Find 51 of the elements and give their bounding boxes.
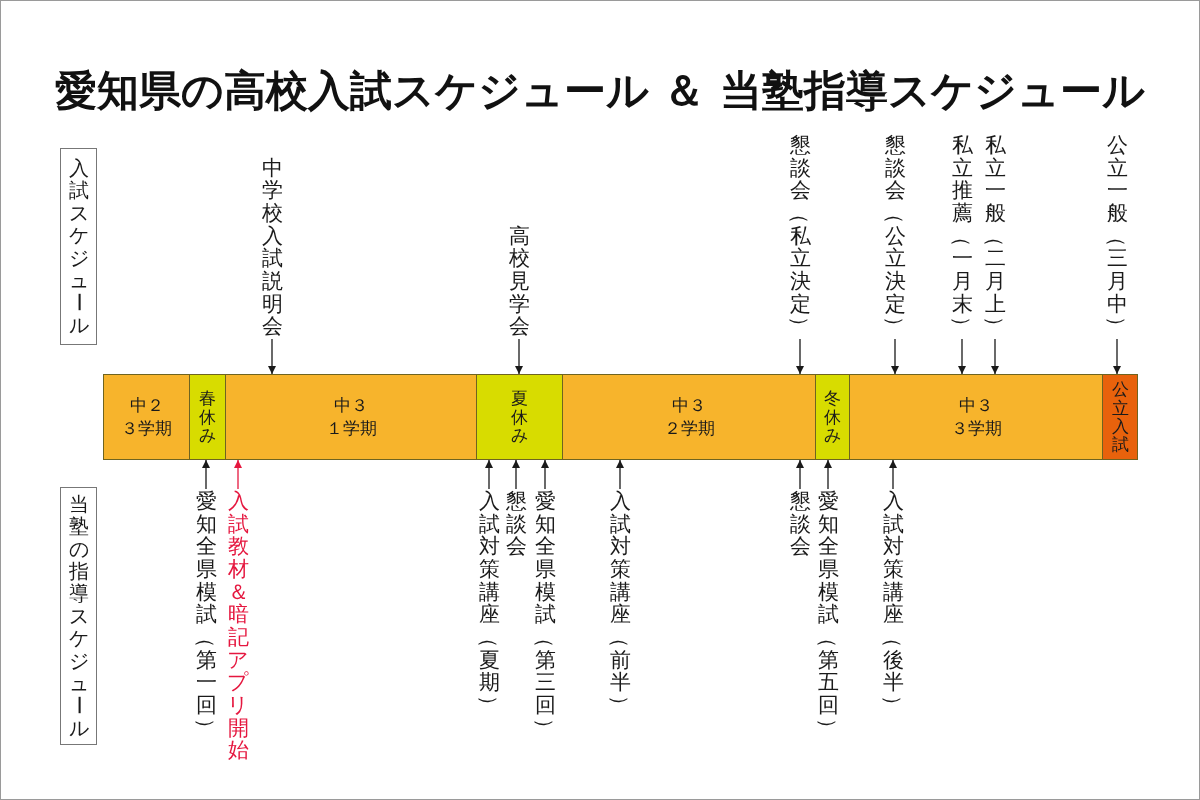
event-label: 高校見学会 (508, 224, 530, 338)
arrow (616, 459, 624, 490)
event-label: 私立一般（二月上） (984, 133, 1006, 338)
row-heading: 入試スケジュール (60, 148, 97, 345)
event-label: 入試教材＆暗記アプリ開始 (227, 490, 249, 763)
event-label: 中学校入試説明会 (261, 156, 283, 338)
arrow (202, 459, 210, 490)
grade-label: 中３ (672, 394, 706, 417)
event-label: 公立一般（三月中） (1106, 133, 1128, 338)
arrow (512, 459, 520, 490)
arrow (991, 338, 999, 375)
arrow (268, 338, 276, 375)
term-segment (225, 374, 477, 460)
term-label: ３学期 (950, 417, 1002, 440)
arrow (515, 338, 523, 375)
term-label: ２学期 (663, 417, 715, 440)
arrow (234, 459, 242, 490)
event-label: 私立推薦（一月末） (951, 133, 973, 338)
term-segment (849, 374, 1103, 460)
arrow (796, 338, 804, 375)
arrow (891, 338, 899, 375)
event-label: 入試対策講座（夏期） (478, 490, 500, 717)
arrow (485, 459, 493, 490)
event-label: 懇談会（私立決定） (789, 133, 811, 338)
grade-label: 中２ (129, 394, 164, 417)
event-label: 愛知全県模試（第一回） (195, 490, 217, 740)
arrow (958, 338, 966, 375)
term-label: ３学期 (121, 417, 172, 440)
exam-segment: 公立入試 (1102, 374, 1138, 460)
arrow (824, 459, 832, 490)
grade-label: 中３ (959, 394, 993, 417)
holiday-segment: 冬休み (815, 374, 850, 460)
event-label: 愛知全県模試（第五回） (817, 490, 839, 740)
event-label: 懇談会（公立決定） (884, 133, 906, 338)
grade-label: 中３ (334, 394, 368, 417)
event-label: 入試対策講座（前半） (609, 490, 631, 717)
term-segment (103, 374, 190, 460)
event-label: 懇談会 (505, 490, 527, 558)
diagram-title: 愛知県の高校入試スケジュール ＆ 当塾指導スケジュール (54, 66, 1146, 117)
arrow (796, 459, 804, 490)
event-label: 入試対策講座（後半） (882, 490, 904, 717)
arrow (1113, 338, 1121, 375)
event-label: 愛知全県模試（第三回） (534, 490, 556, 740)
holiday-segment: 春休み (189, 374, 226, 460)
arrow (889, 459, 897, 490)
row-heading: 当塾の指導スケジュール (60, 487, 97, 745)
term-label: １学期 (325, 417, 377, 440)
holiday-segment: 夏休み (476, 374, 563, 460)
arrow (541, 459, 549, 490)
event-label: 懇談会 (789, 490, 811, 558)
term-segment (562, 374, 816, 460)
